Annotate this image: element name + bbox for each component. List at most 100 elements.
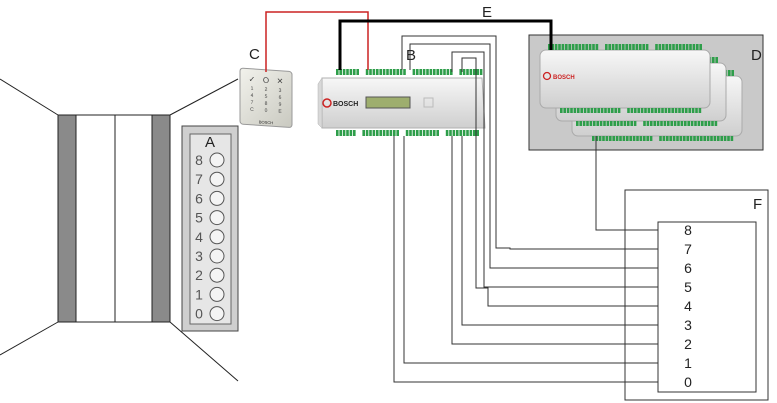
terminal-pin (600, 108, 604, 113)
floor-terminal-7: 7 (684, 241, 692, 257)
terminal-pin (686, 136, 689, 141)
terminal-pin (426, 130, 429, 136)
terminal-pin (598, 136, 602, 141)
floor-wire-4 (461, 57, 658, 307)
terminal-pin (674, 108, 678, 113)
terminal-pin (590, 108, 594, 113)
terminal-pin (666, 136, 669, 141)
terminal-pin (607, 108, 611, 113)
panel-floor-label-7: 7 (195, 171, 203, 187)
terminal-pin (429, 69, 433, 75)
panel-floor-label-5: 5 (195, 210, 203, 226)
terminal-pin (694, 121, 697, 126)
floor-button-6[interactable] (209, 190, 225, 206)
terminal-pin (386, 130, 389, 136)
keypad-key[interactable]: 8 (265, 101, 268, 107)
terminal-pin (662, 136, 666, 141)
terminal-pin (706, 136, 710, 141)
terminal-pin (661, 108, 664, 113)
terminal-pin (676, 136, 679, 141)
keypad-key[interactable]: ✓ (249, 75, 256, 84)
terminal-pin (429, 130, 433, 136)
terminal-pin (433, 69, 436, 75)
floor-button-1[interactable] (209, 286, 225, 302)
terminal-pin (548, 44, 551, 50)
keypad-key[interactable]: 3 (279, 88, 282, 94)
terminal-pin (416, 130, 419, 136)
keypad-key[interactable]: 4 (251, 93, 254, 99)
terminal-pin (673, 121, 677, 126)
terminal-pin (690, 121, 694, 126)
terminal-pin (466, 69, 469, 75)
terminal-pin (419, 69, 422, 75)
floor-terminal-3: 3 (684, 317, 692, 333)
wires: E (265, 4, 658, 383)
keypad-key[interactable]: ✕ (277, 77, 284, 86)
terminal-pin (662, 44, 665, 50)
keypad-key[interactable]: E (278, 109, 282, 115)
panel-floor-label-1: 1 (195, 286, 203, 302)
terminal-pin (409, 130, 412, 136)
keypad-key[interactable]: 5 (265, 94, 268, 100)
terminal-pin (582, 121, 586, 126)
keypad-key[interactable]: O (263, 76, 269, 85)
terminal-pin (654, 108, 657, 113)
floor-terminal-0: 0 (684, 374, 692, 390)
terminal-pin (696, 136, 700, 141)
terminal-pin (476, 130, 479, 136)
terminal-pin (349, 69, 353, 75)
terminal-pin (710, 136, 713, 141)
terminal-pin (573, 108, 577, 113)
keypad-key[interactable]: 0 (265, 108, 268, 114)
panel-floor-label-0: 0 (195, 306, 203, 322)
terminal-pin (627, 108, 630, 113)
terminal-pin (612, 136, 615, 141)
terminal-pin (685, 44, 689, 50)
terminal-pin (554, 44, 558, 50)
terminal-pin (565, 44, 568, 50)
terminal-pin (396, 69, 399, 75)
terminal-pin (685, 108, 688, 113)
terminal-pin (356, 69, 359, 75)
keypad-key[interactable]: 2 (265, 87, 268, 93)
terminal-pin (580, 108, 583, 113)
terminal-pin (353, 130, 356, 136)
terminal-pin (579, 121, 582, 126)
terminal-pin (679, 136, 683, 141)
terminal-pin (469, 69, 473, 75)
terminal-pin (688, 108, 691, 113)
terminal-pin (720, 136, 723, 141)
floor-button-5[interactable] (209, 210, 225, 226)
keypad-signal-wire (265, 11, 369, 72)
floor-button-8[interactable] (209, 152, 225, 168)
floor-button-0[interactable] (209, 306, 225, 322)
terminal-pin (643, 136, 646, 141)
keypad-key[interactable]: 6 (279, 95, 282, 101)
terminal-pin (707, 121, 711, 126)
terminal-pin (599, 121, 603, 126)
floor-button-7[interactable] (209, 171, 225, 187)
floor-terminal-8: 8 (684, 222, 692, 238)
terminal-pin (416, 69, 419, 75)
floor-button-2[interactable] (209, 267, 225, 283)
floor-terminal-6: 6 (684, 260, 692, 276)
keypad-key[interactable]: 7 (251, 100, 254, 106)
terminal-pin (663, 121, 667, 126)
keypad-key[interactable]: 9 (279, 102, 282, 108)
terminal-pin (386, 69, 389, 75)
terminal-pin (568, 44, 571, 50)
floor-terminal-2: 2 (684, 336, 692, 352)
floor-button-3[interactable] (209, 248, 225, 264)
terminal-pin (399, 69, 403, 75)
floor-wire-2 (451, 136, 658, 345)
terminal-pin (605, 136, 609, 141)
floor-button-4[interactable] (209, 229, 225, 245)
terminal-pin (620, 121, 623, 126)
terminal-pin (585, 44, 588, 50)
keypad-key[interactable]: 1 (251, 86, 254, 92)
terminal-pin (634, 108, 637, 113)
keypad-key[interactable]: C (250, 107, 254, 113)
terminal-pin (610, 121, 613, 126)
terminal-pin (681, 108, 685, 113)
terminal-pin (664, 108, 668, 113)
